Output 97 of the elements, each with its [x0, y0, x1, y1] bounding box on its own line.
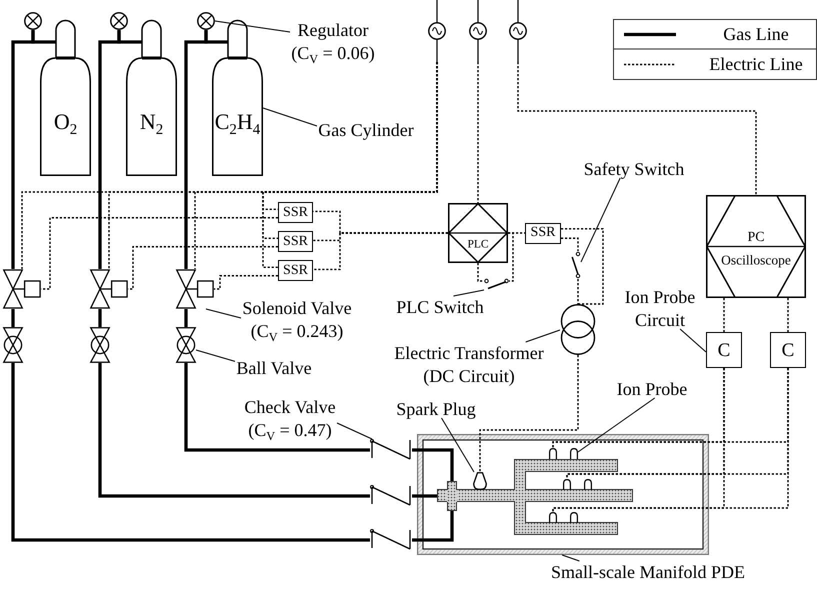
manifold-chamber [417, 434, 709, 555]
gas-cylinder [40, 20, 91, 176]
callout-label: Small-scale Manifold PDE [550, 561, 746, 581]
regulator-symbol [24, 12, 42, 30]
gas-line [11, 363, 370, 542]
electric-wire [313, 232, 448, 270]
device-label: PLC [467, 238, 489, 250]
gas-formula: N$_{2}$ [140, 111, 164, 133]
gas-cylinder [126, 20, 177, 176]
gas-line [98, 30, 121, 269]
leader-line [205, 308, 242, 319]
ion-probe-symbol [570, 512, 578, 523]
solenoid-valve-symbol [90, 269, 128, 309]
device-label: PC [747, 231, 765, 245]
regulator-symbol [110, 12, 128, 30]
ac-source-symbol [509, 0, 527, 62]
plc-block [448, 203, 508, 263]
electric-wire [214, 275, 278, 290]
gas-line [184, 30, 208, 269]
electric-wire [561, 238, 579, 251]
ion-probe-symbol [570, 448, 578, 459]
leader-line [453, 290, 484, 296]
legend-label: Gas Line [723, 25, 789, 43]
gas-line [98, 363, 370, 498]
electric-wire [787, 298, 789, 332]
leader-line [580, 178, 621, 262]
ion-probe-symbol [563, 479, 571, 490]
electric-wire [477, 263, 484, 282]
gas-line [184, 363, 370, 452]
ball-valve-symbol [3, 327, 23, 363]
electric-wire [508, 232, 514, 282]
device-label: Oscilloscope [721, 253, 791, 267]
leader-line [441, 418, 474, 472]
ball-valve-symbol [176, 327, 196, 363]
leader-line [525, 330, 560, 342]
callout-label: Check Valve (C$_{V}$ = 0.47) [243, 396, 337, 442]
circuit-box: C [770, 332, 806, 368]
legend-label: Electric Line [709, 55, 803, 73]
ac-source-symbol [469, 0, 487, 62]
gas-line [98, 309, 102, 327]
leader-line [680, 328, 706, 353]
ion-probe-symbol [549, 512, 557, 523]
spark-plug-symbol [473, 472, 487, 490]
relay-box: SSR [278, 202, 313, 223]
gas-line [412, 511, 454, 542]
check-valve-symbol [370, 439, 412, 460]
relay-box: SSR [278, 231, 313, 252]
switch-symbol [571, 251, 581, 279]
solenoid-valve-symbol [3, 269, 41, 309]
callout-label: Electric Transformer (DC Circuit) [393, 342, 545, 385]
leader-line [336, 422, 372, 440]
gas-formula: O$_{2}$ [54, 111, 78, 133]
regulator-symbol [197, 12, 215, 30]
gas-formula: C$_{2}$H$_{4}$ [214, 111, 260, 133]
electric-wire [561, 228, 604, 305]
electric-wire [41, 217, 278, 290]
callout-label: Spark Plug [395, 398, 477, 418]
relay-box: SSR [278, 260, 313, 281]
callout-label: Safety Switch [582, 158, 686, 178]
callout-label: Solenoid Valve (C$_{V}$ = 0.243) [241, 297, 353, 343]
leader-line [262, 107, 318, 126]
callout-label: Ion Probe [616, 378, 688, 398]
electric-wire [128, 246, 278, 290]
leader-line [196, 350, 236, 362]
callout-label: Ball Valve [235, 357, 313, 377]
gas-line [11, 309, 15, 327]
gas-line [184, 309, 188, 327]
electric-wire [723, 298, 725, 332]
electric-wire [577, 279, 579, 304]
callout-label: PLC Switch [395, 296, 485, 316]
electric-wire [477, 62, 479, 203]
ac-source-symbol [428, 0, 446, 62]
ball-valve-symbol [90, 327, 110, 363]
solenoid-valve-symbol [176, 269, 214, 309]
electric-wire [517, 62, 757, 195]
gas-line [11, 30, 35, 269]
switch-symbol [484, 278, 509, 290]
pc-oscilloscope-block [706, 195, 806, 298]
gas-line [412, 494, 437, 498]
ion-probe-symbol [584, 479, 592, 490]
callout-label: Gas Cylinder [317, 119, 415, 139]
electric-wire [479, 355, 579, 472]
check-valve-symbol [370, 485, 412, 506]
leader-line [214, 20, 290, 33]
check-valve-symbol [370, 529, 412, 550]
callout-label: Ion Probe Circuit [624, 286, 696, 329]
leader-line [562, 554, 580, 562]
leader-line [578, 398, 656, 452]
circuit-box: C [706, 332, 742, 368]
relay-box: SSR [525, 222, 561, 244]
electric-wire [552, 368, 789, 512]
transformer-symbol [560, 304, 596, 355]
callout-label: Regulator (C$_{V}$ = 0.06) [290, 19, 376, 65]
tube-cross-fitting [447, 481, 457, 511]
gas-cylinder [212, 20, 263, 176]
gas-line [412, 448, 454, 481]
ion-probe-symbol [549, 448, 557, 459]
